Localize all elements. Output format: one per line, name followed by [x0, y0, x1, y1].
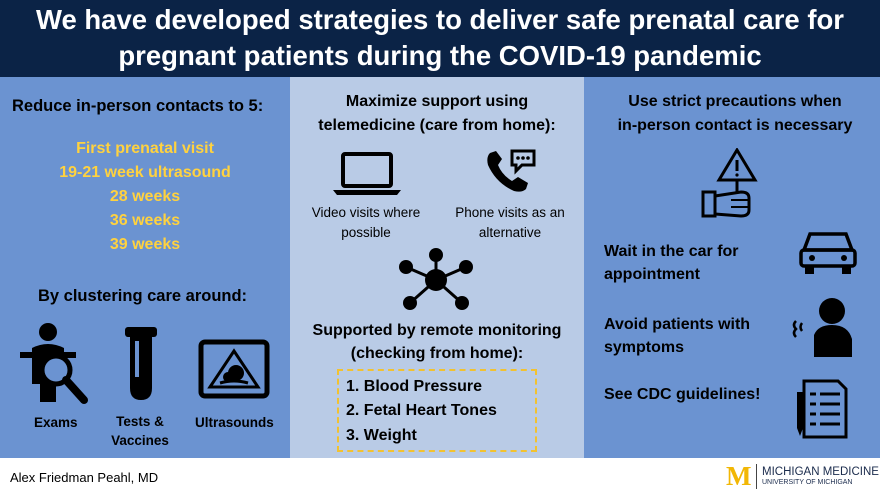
precautions-heading-1: Use strict precautions when [628, 93, 842, 110]
ultrasound-icon [198, 339, 270, 399]
cluster-heading: By clustering care around: [38, 287, 248, 305]
monitoring-item: 2. Fetal Heart Tones [346, 402, 497, 419]
car-text-2: appointment [604, 266, 700, 283]
monitoring-item: 3. Weight [346, 427, 417, 444]
phone-visits-line-1: Phone visits as an [455, 205, 565, 220]
logo-divider [756, 464, 757, 489]
monitoring-heading-2: (checking from home): [350, 345, 524, 362]
care-label-vaccines: Vaccines [111, 433, 169, 448]
title-banner: We have developed strategies to deliver … [0, 0, 880, 77]
symptoms-text-2: symptoms [604, 339, 685, 356]
phone-icon [487, 149, 536, 192]
care-label-ultrasounds: Ultrasounds [195, 415, 274, 430]
telemedicine-heading-1: Maximize support using [345, 93, 529, 110]
laptop-icon [333, 152, 401, 195]
car-icon [799, 232, 857, 274]
visit-item: First prenatal visit [76, 140, 214, 157]
care-label-exams: Exams [34, 415, 78, 430]
precautions-heading-2: in-person contact is necessary [617, 117, 853, 134]
phone-visits-line-2: alternative [478, 225, 542, 240]
org-subtitle: UNIVERSITY OF MICHIGAN [762, 479, 853, 486]
footer [0, 458, 880, 495]
car-text-1: Wait in the car for [604, 243, 739, 260]
test-tube-icon [125, 327, 157, 400]
michigan-logo: M [726, 461, 752, 491]
warning-hand-icon [701, 148, 758, 218]
care-label-tests: Tests & [116, 414, 164, 429]
cough-icon [792, 298, 852, 357]
visit-item: 28 weeks [109, 188, 181, 205]
telemedicine-heading-2: telemedicine (care from home): [318, 117, 556, 134]
checklist-icon [797, 379, 848, 439]
title-line-2: pregnant patients during the COVID-19 pa… [118, 40, 762, 71]
video-visits-line-1: Video visits where [311, 205, 421, 220]
video-visits-line-2: possible [341, 225, 391, 240]
monitoring-heading-1: Supported by remote monitoring [312, 322, 562, 339]
exam-icon [20, 323, 88, 404]
monitoring-list-box [337, 369, 537, 452]
cdc-text: See CDC guidelines! [604, 386, 761, 403]
visit-item: 19-21 week ultrasound [59, 164, 231, 181]
reduce-contacts-heading: Reduce in-person contacts to 5: [12, 97, 264, 115]
title-line-1: We have developed strategies to deliver … [35, 4, 844, 35]
monitoring-item: 1. Blood Pressure [346, 378, 483, 395]
network-icon [399, 248, 473, 310]
org-name: MICHIGAN MEDICINE [762, 466, 879, 478]
visit-item: 39 weeks [109, 236, 181, 253]
author-credit: Alex Friedman Peahl, MD [10, 470, 159, 485]
symptoms-text-1: Avoid patients with [604, 316, 751, 333]
visit-item: 36 weeks [109, 212, 181, 229]
